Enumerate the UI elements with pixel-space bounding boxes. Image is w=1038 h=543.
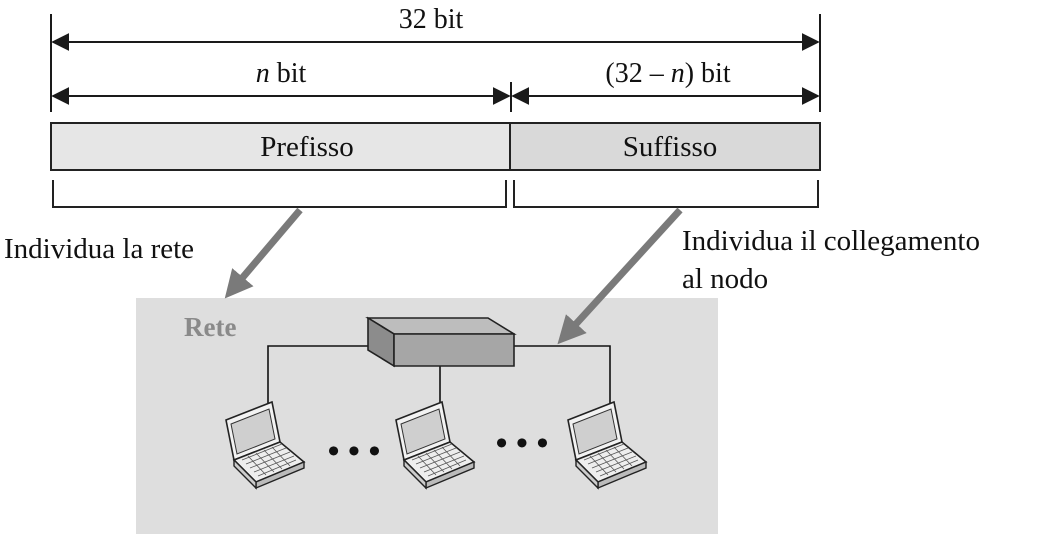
- left-wire: [267, 345, 370, 418]
- suffix-label: Suffisso: [623, 131, 718, 163]
- prefix-width-label: n bit: [256, 58, 307, 89]
- total-width-label: 32 bit: [399, 4, 464, 35]
- prefix-meaning-label: Individua la rete: [4, 233, 194, 265]
- prefix-width-dimension: n bit: [51, 58, 512, 112]
- prefix-pointer-arrow: [224, 207, 303, 299]
- prefix-label: Prefisso: [260, 131, 353, 163]
- switch-icon: [365, 316, 517, 368]
- ellipsis-left: • • •: [328, 433, 381, 470]
- suffix-bracket: [513, 180, 819, 208]
- ellipsis-right: • • •: [496, 425, 549, 462]
- network-label: Rete: [184, 312, 236, 342]
- address-bar: Prefisso Suffisso: [50, 122, 821, 171]
- prefix-bracket: [52, 180, 507, 208]
- suffix-meaning-label-line2: al nodo: [682, 263, 768, 295]
- suffix-pointer-arrow: [557, 207, 683, 345]
- suffix-meaning-label-line1: Individua il collegamento: [682, 225, 980, 257]
- suffix-width-dimension: (32 – n) bit: [511, 58, 820, 105]
- right-wire: [514, 345, 611, 414]
- suffix-box: [509, 122, 821, 171]
- suffix-width-label: (32 – n) bit: [605, 58, 730, 89]
- total-width-dimension: 32 bit: [50, 4, 821, 112]
